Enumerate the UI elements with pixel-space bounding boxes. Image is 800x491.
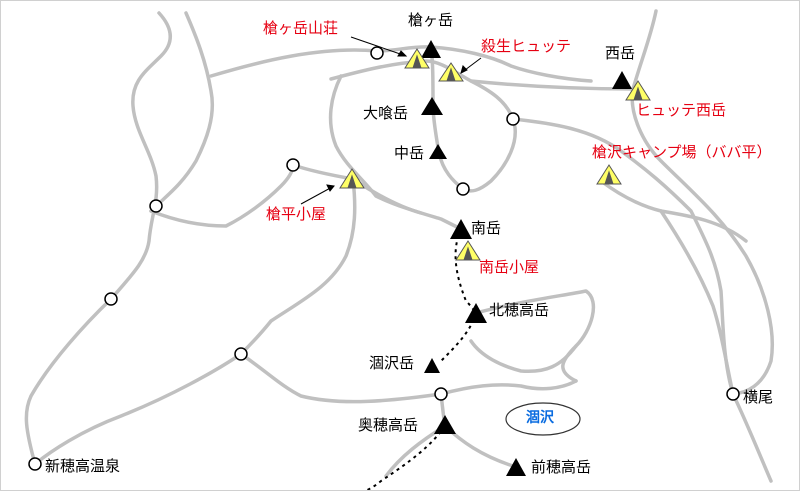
junction-node — [149, 199, 163, 213]
junction-node — [456, 182, 470, 196]
peak-label-kitahotakadake: 北穂高岳 — [489, 301, 550, 319]
peak-icon — [612, 71, 632, 89]
road-line — [429, 45, 465, 191]
junction-node — [234, 347, 248, 361]
junction-node — [370, 46, 384, 60]
road-line — [630, 9, 775, 396]
peak-label-maehotakadake: 前穂高岳 — [531, 458, 592, 476]
road-line — [659, 209, 735, 396]
peak-icon — [424, 358, 440, 373]
road-line — [24, 11, 172, 466]
region-ellipse — [505, 402, 581, 436]
junction-node — [434, 387, 448, 401]
road-line — [329, 59, 635, 91]
road-line — [731, 392, 773, 483]
junction-node — [726, 387, 740, 401]
peak-icon — [450, 219, 472, 239]
peak-icon — [506, 458, 526, 476]
junction-node — [506, 112, 520, 126]
road-line — [474, 289, 596, 383]
hut-label-yaridaira-goya: 槍平小屋 — [266, 205, 327, 223]
road-line — [149, 11, 215, 213]
peak-icon — [421, 97, 443, 115]
arrowhead — [460, 65, 468, 74]
pointer-arrow — [350, 36, 407, 57]
tent-icon — [438, 62, 464, 82]
tent-icon — [596, 164, 622, 185]
hut-label-sessho-hutte: 殺生ヒュッテ — [481, 37, 572, 55]
tent-icon — [455, 240, 481, 261]
hut-label-hutte-nishidake: ヒュッテ西岳 — [636, 101, 727, 119]
road-line — [149, 163, 295, 228]
tent-icon — [339, 168, 365, 189]
road-line — [239, 352, 443, 404]
place-label-shinhotaka-onsen: 新穂高温泉 — [45, 457, 121, 475]
road-line — [461, 79, 517, 193]
peak-icon — [465, 303, 487, 323]
peak-label-yarigatake: 槍ヶ岳 — [408, 11, 454, 29]
tent-icon — [625, 80, 651, 101]
road-line — [511, 117, 735, 396]
hut-label-minamidake-goya: 南岳小屋 — [479, 258, 540, 276]
peak-label-nakadake: 中岳 — [394, 144, 425, 162]
tent-icon — [404, 48, 430, 69]
hut-label-yarigatake-sanso: 槍ヶ岳山荘 — [263, 19, 339, 37]
peak-icon — [429, 144, 447, 159]
arrowhead — [326, 184, 335, 192]
road-line — [439, 379, 578, 396]
road-line — [469, 339, 578, 374]
road-line — [33, 177, 357, 466]
hut-label-yarisawa-camp: 槍沢キャンプ場（ババ平） — [592, 143, 772, 161]
peak-icon — [434, 415, 456, 434]
arrowhead — [397, 50, 408, 57]
trail-line — [364, 425, 446, 490]
place-label-yokoo: 横尾 — [743, 388, 774, 406]
peak-label-ohbamidake: 大喰岳 — [363, 104, 409, 122]
junction-node — [28, 457, 42, 471]
region-label-karasawa: 涸沢 — [526, 410, 554, 426]
junction-node — [104, 292, 118, 306]
peak-label-okuhotakadake: 奥穂高岳 — [358, 416, 419, 434]
junction-node — [286, 158, 300, 172]
peak-label-minamidake: 南岳 — [471, 219, 502, 237]
peak-label-nishidake: 西岳 — [605, 44, 636, 62]
trail-line — [440, 312, 477, 362]
trail-line — [454, 228, 477, 314]
peak-icon — [421, 40, 441, 58]
peak-label-karasawadake: 涸沢岳 — [369, 354, 415, 372]
